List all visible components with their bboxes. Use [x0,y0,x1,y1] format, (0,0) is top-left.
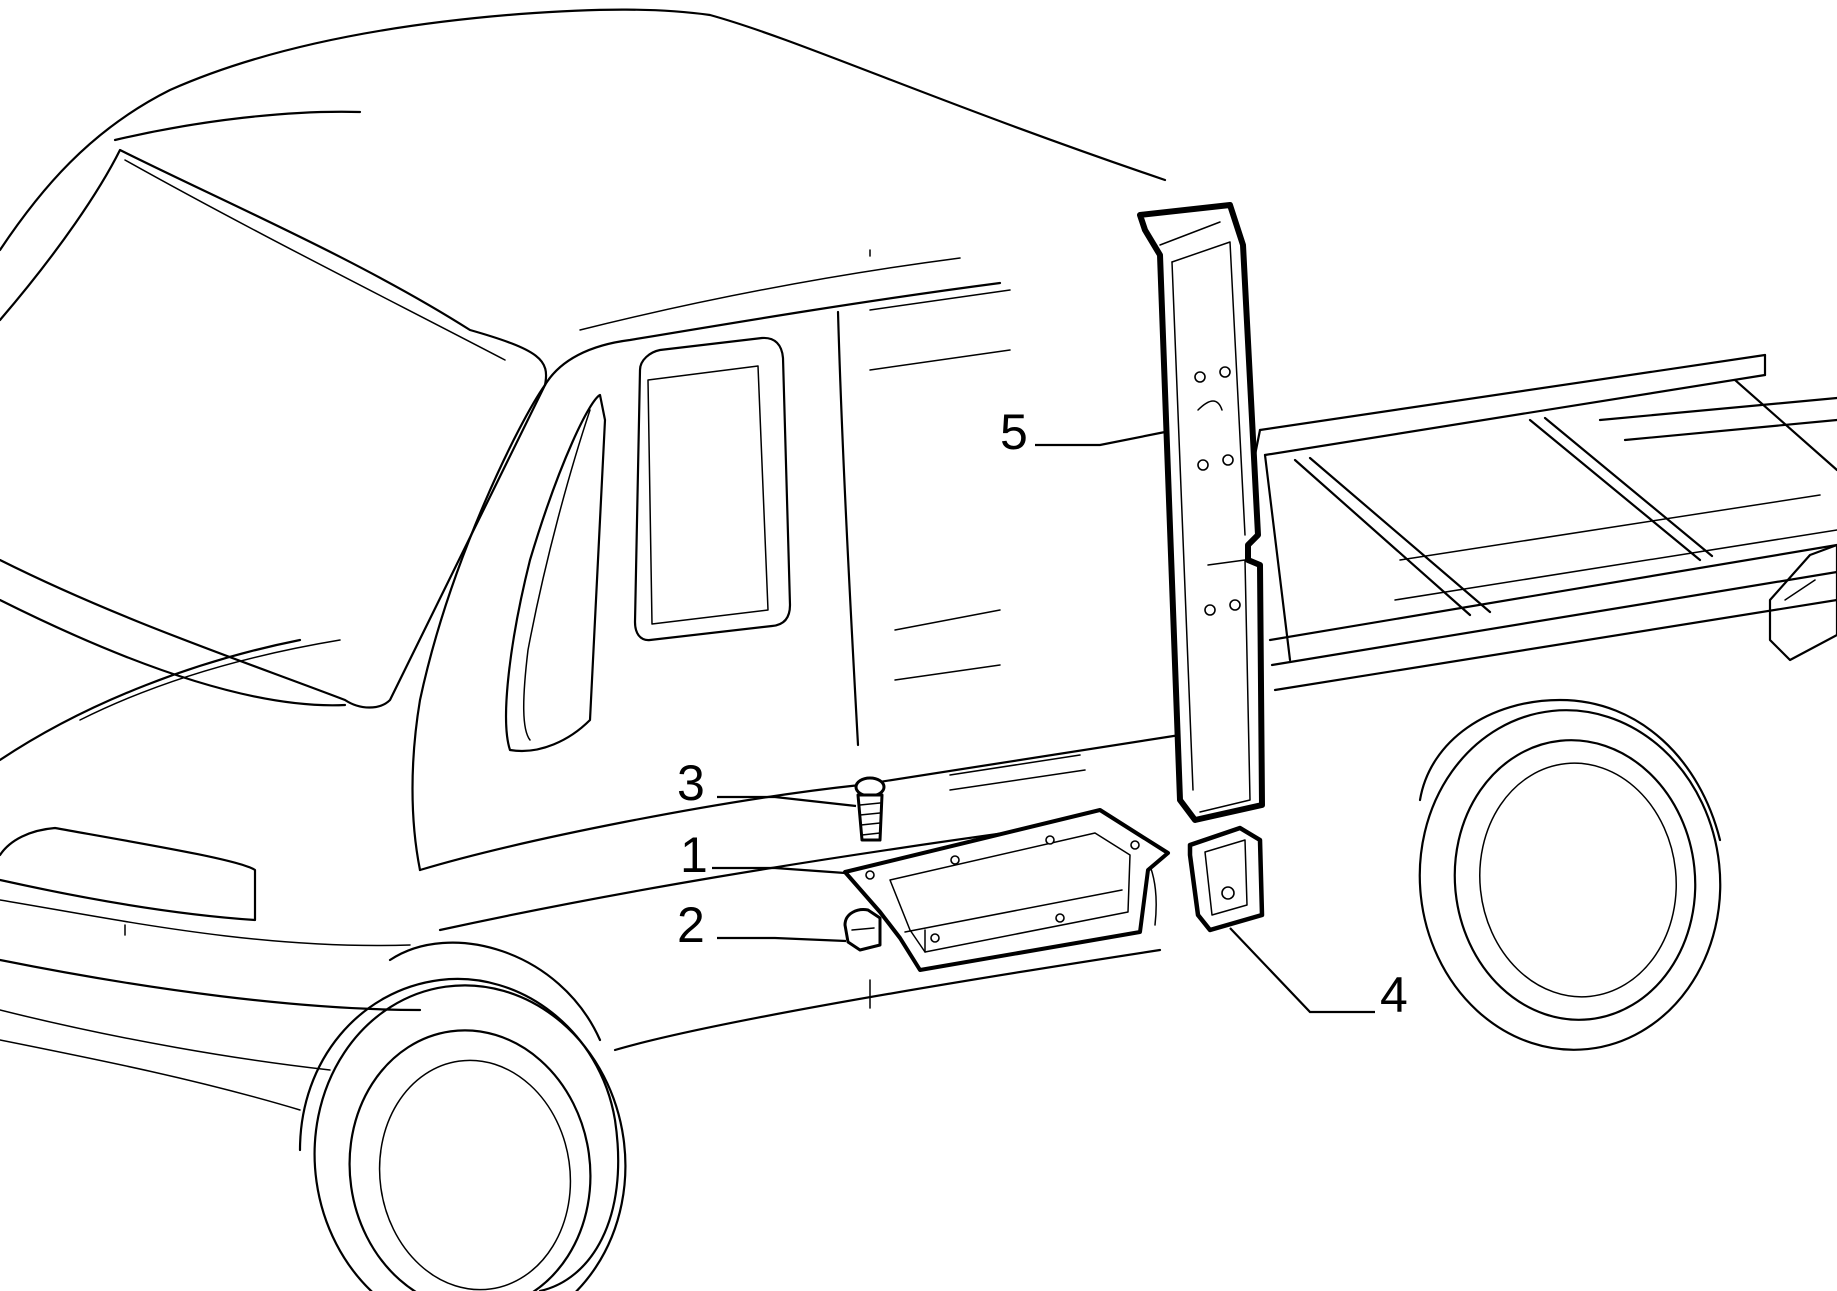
leader-line-2 [717,936,847,943]
part-1-step-tray [843,808,1170,972]
leader-line-5 [1035,430,1166,447]
part-4-bracket [1187,825,1265,933]
part-3-screw [854,776,886,842]
rear-wheel [1418,698,1722,1051]
front-wheel [298,941,627,1291]
callout-3: 3 [677,755,705,811]
callout-labels: 5 3 1 2 4 [677,404,1408,1023]
part-2-clip [843,908,882,952]
callout-2: 2 [677,897,705,953]
leader-line-4 [1229,927,1375,1014]
leader-lines [712,430,1375,1014]
flatbed [1253,353,1837,692]
van-body [0,8,1182,1111]
leader-line-3 [717,795,857,808]
callout-4: 4 [1380,967,1408,1023]
part-5-pillar-panel [1137,202,1265,823]
callout-1: 1 [680,827,708,883]
leader-line-1 [712,866,846,875]
callout-5: 5 [1000,404,1028,460]
